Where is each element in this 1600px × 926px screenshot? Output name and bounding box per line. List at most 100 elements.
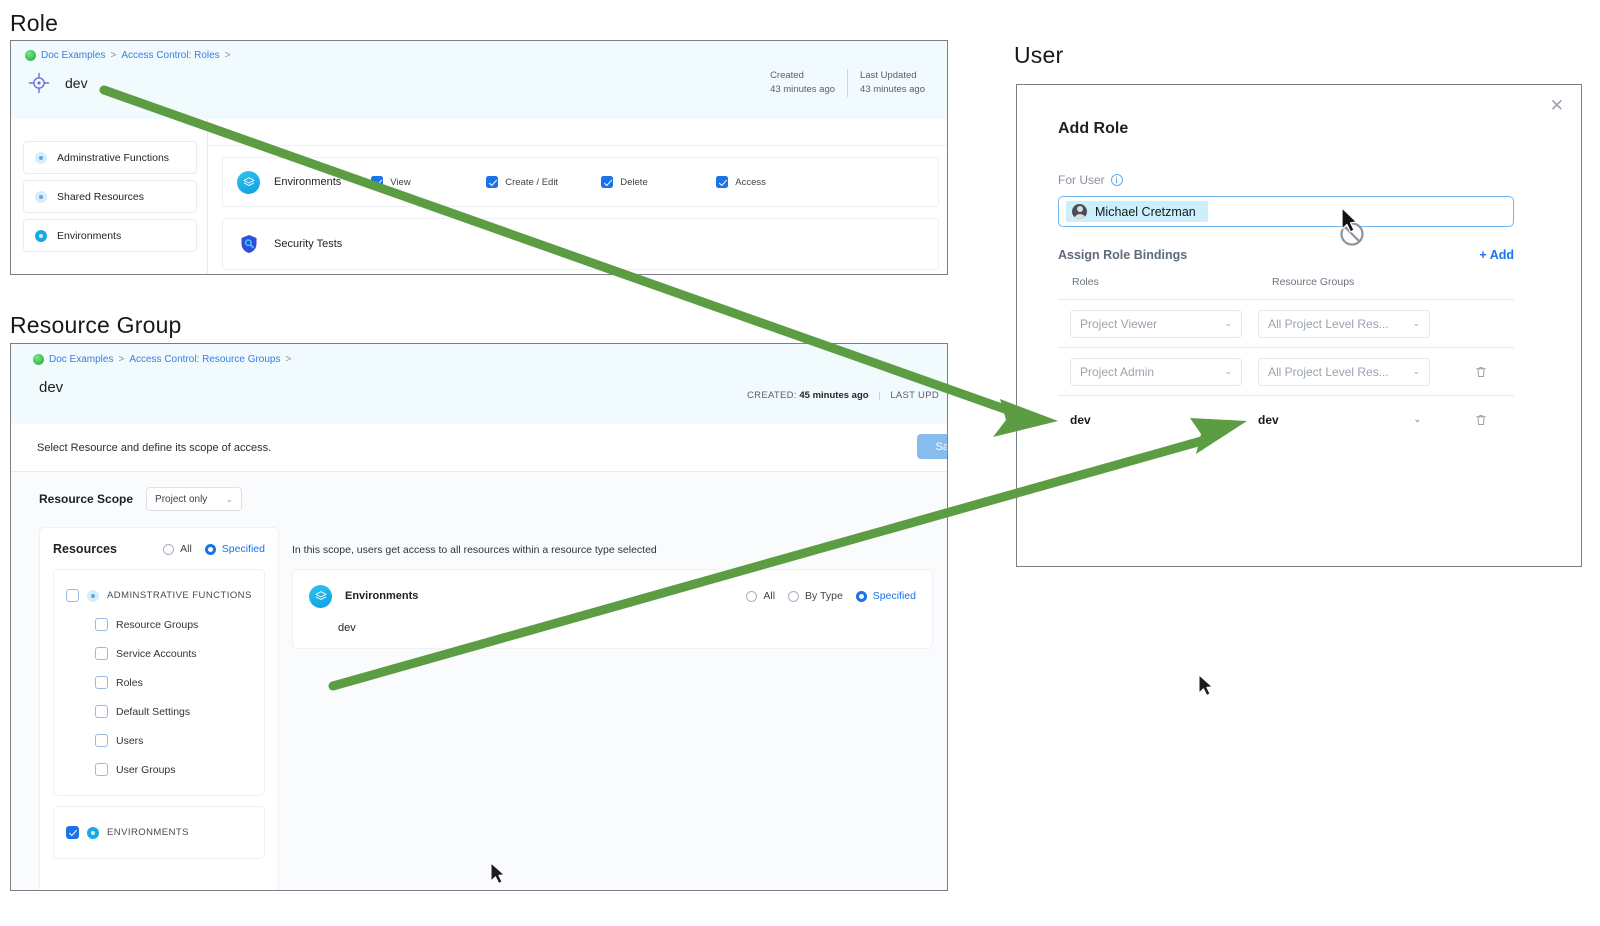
rg-group-header[interactable]: ENVIRONMENTS [66,818,254,847]
breadcrumb-section[interactable]: Access Control: Roles [121,50,220,61]
breadcrumb-project[interactable]: Doc Examples [49,354,114,365]
role-breadcrumb[interactable]: Doc Examples > Access Control: Roles > [11,41,947,61]
role-meta: Created 43 minutes ago Last Updated 43 m… [758,69,937,97]
resource-group-select[interactable]: All Project Level Res... ⌄ [1258,309,1430,338]
permission-delete-label: Delete [620,176,648,188]
role-meta-updated: Last Updated 43 minutes ago [847,69,937,97]
breadcrumb-project[interactable]: Doc Examples [41,50,106,61]
radio-all[interactable] [163,543,175,555]
role-meta-created-label: Created [770,70,804,81]
resource-group-select[interactable]: All Project Level Res... ⌄ [1258,357,1430,386]
role-crosshair-icon [28,72,50,94]
rg-env-option-specified[interactable]: Specified [855,590,916,602]
delete-icon[interactable] [1474,412,1488,428]
role-select[interactable]: Project Admin ⌄ [1070,357,1242,386]
rg-child-checkbox[interactable] [95,647,108,660]
rg-child-checkbox[interactable] [95,618,108,631]
role-select[interactable]: Project Viewer ⌄ [1070,309,1242,338]
role-type-shared-resources[interactable]: Shared Resources [23,180,197,213]
ring-light-icon [35,190,47,203]
breadcrumb-section[interactable]: Access Control: Resource Groups [129,354,281,365]
rg-child-label: Default Settings [116,705,191,718]
info-icon[interactable]: i [1110,174,1123,186]
rg-scope-row: Resource Scope Project only ⌄ [39,487,947,511]
permission-delete[interactable]: Delete [601,176,716,188]
rg-resources-head: Resources All Specified [53,542,265,556]
radio-specified[interactable] [204,543,216,555]
permission-create-edit[interactable]: Create / Edit [486,176,601,188]
rg-meta-created-value: 45 minutes ago [799,390,869,401]
role-permission-card-environments: Environments View Create / Edit Delet [222,157,939,207]
for-user-input[interactable]: Michael Cretzman [1058,196,1514,227]
radio-all[interactable] [746,590,758,602]
chevron-down-icon: ⌄ [1224,366,1232,376]
role-type-adminstrative-functions[interactable]: Adminstrative Functions [23,141,197,174]
arrow-cursor-canvas [1198,674,1213,696]
delete-icon[interactable] [1474,364,1488,380]
permission-view-checkbox[interactable] [371,176,384,188]
project-dot-icon [25,50,36,61]
breadcrumb-separator-1: > [110,50,117,61]
permission-view[interactable]: View [371,176,486,188]
for-user-label: For User [1058,173,1105,187]
chevron-down-icon: ⌄ [1412,366,1420,376]
rg-meta-updated-label: LAST UPD [890,390,939,401]
role-select[interactable]: dev ⌄ [1070,406,1242,434]
rg-child-user-groups[interactable]: User Groups [66,755,254,784]
rg-child-checkbox[interactable] [95,734,108,747]
rg-child-label: Service Accounts [116,647,197,660]
radio-by-type[interactable] [788,590,800,602]
ring-dark-icon [87,826,99,839]
role-type-environments[interactable]: Environments [23,219,197,252]
role-page-title: dev [65,75,88,91]
radio-specified[interactable] [855,590,867,602]
role-type-label: Shared Resources [57,190,144,203]
permission-delete-checkbox[interactable] [601,176,614,188]
rg-subtitle-band: Select Resource and define its scope of … [11,424,947,472]
rg-breadcrumb[interactable]: Doc Examples > Access Control: Resource … [11,344,947,365]
role-select-value: Project Admin [1080,364,1155,379]
rg-meta: CREATED: 45 minutes ago | LAST UPD [747,390,939,401]
rg-child-service-accounts[interactable]: Service Accounts [66,639,254,668]
rg-child-checkbox[interactable] [95,705,108,718]
rg-group-caption: ENVIRONMENTS [107,827,189,838]
rg-child-checkbox[interactable] [95,676,108,689]
table-row: dev ⌄ dev ⌄ [1058,395,1514,443]
rg-group-checkbox[interactable] [66,589,79,602]
rg-scope-select[interactable]: Project only ⌄ [146,487,243,511]
rg-env-option-all[interactable]: All [746,590,775,602]
rg-divider [11,471,947,472]
binding-resource-group-cell: All Project Level Res... ⌄ [1258,309,1448,338]
rg-env-item[interactable]: dev [338,622,356,634]
rg-resources-title: Resources [53,542,117,556]
rg-group-checkbox[interactable] [66,826,79,839]
role-bindings-header: Roles Resource Groups [1058,276,1514,299]
rg-child-checkbox[interactable] [95,763,108,776]
permission-access[interactable]: Access [716,176,831,188]
save-button[interactable]: Save [917,434,947,459]
rg-scope-detail: In this scope, users get access to all r… [279,527,947,890]
environments-icon [237,170,260,194]
rg-group-header[interactable]: ADMINSTRATIVE FUNCTIONS [66,581,254,610]
rg-child-default-settings[interactable]: Default Settings [66,697,254,726]
rg-child-resource-groups[interactable]: Resource Groups [66,610,254,639]
resource-group-select[interactable]: dev ⌄ [1258,406,1430,434]
rg-resources-option-all[interactable]: All [163,543,192,555]
permission-access-checkbox[interactable] [716,176,729,188]
rg-child-users[interactable]: Users [66,726,254,755]
close-icon[interactable]: ✕ [1549,96,1564,115]
column-header-resource-groups: Resource Groups [1272,276,1355,288]
rg-child-label: User Groups [116,763,176,776]
rg-child-roles[interactable]: Roles [66,668,254,697]
security-shield-icon [237,233,260,256]
permission-create-edit-checkbox[interactable] [486,176,499,188]
rg-env-option-by-type[interactable]: By Type [788,590,843,602]
radio-all-label: All [763,590,776,602]
role-permission-card-security-tests: Security Tests [222,218,939,270]
dialog-title: Add Role [1058,120,1129,137]
rg-resources-option-specified[interactable]: Specified [204,543,265,555]
add-binding-button[interactable]: + Add [1479,248,1514,262]
rg-scope-label: Resource Scope [39,492,134,506]
user-chip[interactable]: Michael Cretzman [1066,201,1208,222]
